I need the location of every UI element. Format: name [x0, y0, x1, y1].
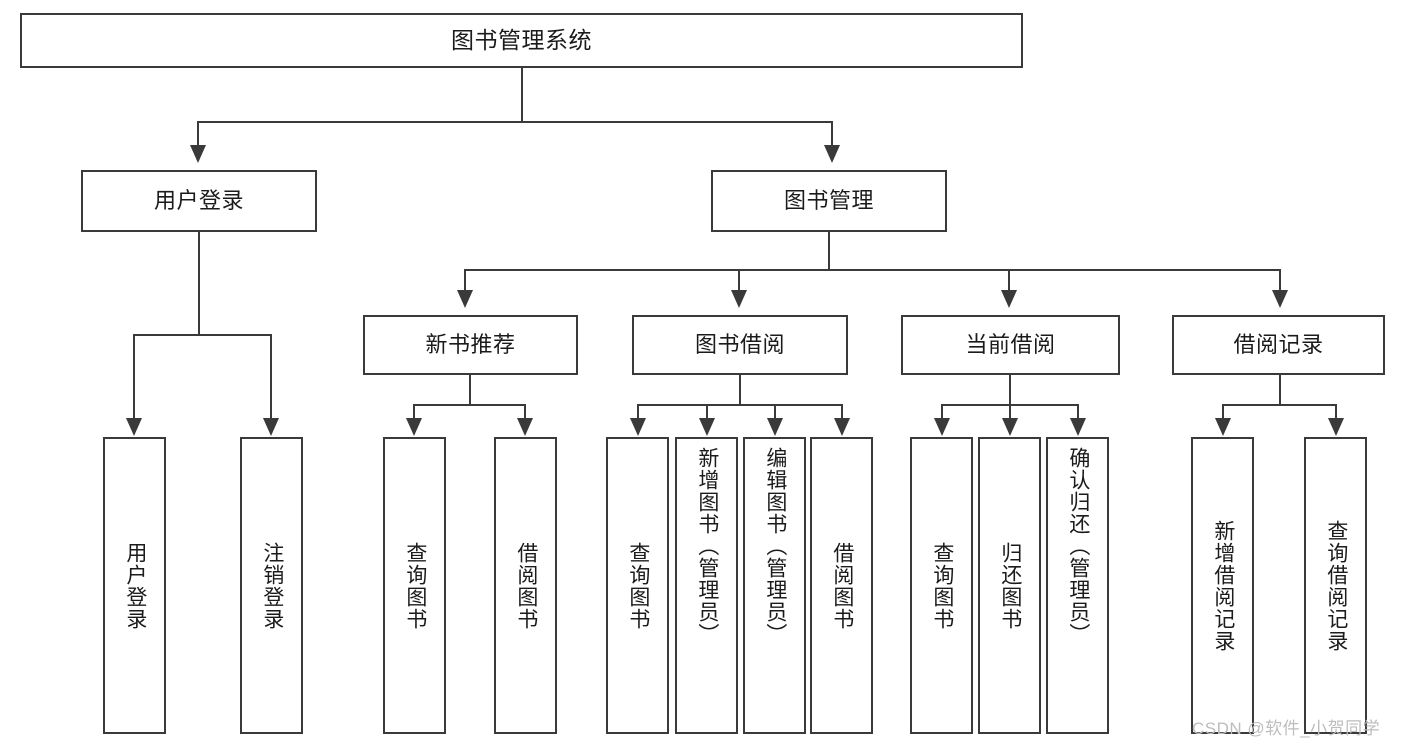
edge-new-book-recommend-bus: [413, 404, 526, 406]
node-label: 用户登录: [123, 541, 147, 630]
arrow-to-borrow-record: [1272, 290, 1288, 308]
node-label: 查询图书: [403, 541, 427, 630]
node-current-borrow[interactable]: 当前借阅: [901, 315, 1120, 375]
edge-book-borrow-stem: [739, 375, 741, 405]
node-label: 当前借阅: [965, 332, 1056, 358]
arrow-to-book-borrow: [731, 290, 747, 308]
node-label: 借阅图书: [514, 541, 538, 630]
edge-new-book-recommend-to-leaf-1: [524, 404, 526, 419]
edge-borrow-record-stem: [1279, 375, 1281, 405]
edge-user-login-bus: [133, 334, 272, 336]
node-label: 新书推荐: [425, 332, 516, 358]
node-label: 查询图书: [626, 541, 650, 630]
edge-book-borrow-bus: [637, 404, 843, 406]
node-book-management[interactable]: 图书管理: [711, 170, 947, 232]
leaf-current-borrow-confirm-return-admin[interactable]: 确认归还（管理员）: [1046, 437, 1109, 734]
arrow-current-borrow-to-leaf-1: [1002, 418, 1018, 436]
edge-borrow-record-to-leaf-1: [1335, 404, 1337, 419]
arrow-to-current-borrow: [1001, 290, 1017, 308]
edge-book-borrow-to-leaf-0: [637, 404, 639, 419]
arrow-user-login-to-leaf-0: [126, 418, 142, 436]
edge-root-stem: [521, 68, 523, 122]
csdn-watermark: CSDN @软件_小贺同学: [1192, 719, 1381, 738]
leaf-new-book-recommend-borrow-book[interactable]: 借阅图书: [494, 437, 557, 734]
node-label: 用户登录: [153, 188, 244, 214]
node-borrow-record[interactable]: 借阅记录: [1172, 315, 1385, 375]
node-label: 查询图书: [930, 541, 954, 630]
leaf-user-login-login[interactable]: 用户登录: [103, 437, 166, 734]
edge-level3-bus: [464, 269, 1281, 271]
node-label: 借阅记录: [1233, 332, 1324, 358]
leaf-borrow-record-add-record[interactable]: 新增借阅记录: [1191, 437, 1254, 734]
edge-new-book-recommend-to-leaf-0: [413, 404, 415, 419]
edge-book-borrow-to-leaf-2: [774, 404, 776, 419]
node-label: 新增图书（管理员）: [695, 447, 719, 645]
edge-new-book-recommend-stem: [469, 375, 471, 405]
arrow-current-borrow-to-leaf-2: [1070, 418, 1086, 436]
edge-root-bus: [197, 121, 833, 123]
leaf-book-borrow-borrow-book[interactable]: 借阅图书: [810, 437, 873, 734]
node-label: 编辑图书（管理员）: [763, 447, 787, 645]
arrow-borrow-record-to-leaf-0: [1215, 418, 1231, 436]
leaf-book-borrow-query-book[interactable]: 查询图书: [606, 437, 669, 734]
edge-borrow-record-to-leaf-0: [1222, 404, 1224, 419]
edge-book-borrow-to-leaf-1: [706, 404, 708, 419]
arrow-new-book-recommend-to-leaf-0: [406, 418, 422, 436]
edge-current-borrow-to-leaf-2: [1077, 404, 1079, 419]
node-user-login[interactable]: 用户登录: [81, 170, 317, 232]
leaf-user-login-logout[interactable]: 注销登录: [240, 437, 303, 734]
node-label: 确认归还（管理员）: [1066, 447, 1090, 645]
node-book-borrow[interactable]: 图书借阅: [632, 315, 848, 375]
edge-borrow-record-bus: [1222, 404, 1337, 406]
arrow-current-borrow-to-leaf-0: [934, 418, 950, 436]
edge-bus-to-borrow-record: [1279, 269, 1281, 291]
node-label: 归还图书: [998, 541, 1022, 630]
edge-book-management-stem: [828, 232, 830, 270]
node-label: 注销登录: [260, 541, 284, 630]
node-label: 图书管理: [783, 188, 874, 214]
edge-user-login-to-leaf-0: [133, 334, 135, 419]
node-label: 图书管理系统: [451, 26, 592, 53]
node-label: 图书借阅: [694, 332, 785, 358]
arrow-book-borrow-to-leaf-2: [767, 418, 783, 436]
leaf-new-book-recommend-query-book[interactable]: 查询图书: [383, 437, 446, 734]
arrow-root-to-book-management: [824, 145, 840, 163]
node-label: 借阅图书: [830, 541, 854, 630]
leaf-current-borrow-query-book[interactable]: 查询图书: [910, 437, 973, 734]
edge-current-borrow-to-leaf-0: [941, 404, 943, 419]
edge-bus-to-book-borrow: [738, 269, 740, 291]
arrow-book-borrow-to-leaf-3: [834, 418, 850, 436]
edge-bus-to-new-book-recommend: [464, 269, 466, 291]
node-label: 新增借阅记录: [1211, 519, 1235, 652]
arrow-user-login-to-leaf-1: [263, 418, 279, 436]
arrow-root-to-user-login: [190, 145, 206, 163]
edge-bus-to-current-borrow: [1008, 269, 1010, 291]
arrow-book-borrow-to-leaf-1: [699, 418, 715, 436]
arrow-new-book-recommend-to-leaf-1: [517, 418, 533, 436]
leaf-borrow-record-query-record[interactable]: 查询借阅记录: [1304, 437, 1367, 734]
node-label: 查询借阅记录: [1324, 519, 1348, 652]
arrow-to-new-book-recommend: [457, 290, 473, 308]
node-root-library-management-system[interactable]: 图书管理系统: [20, 13, 1023, 68]
edge-book-borrow-to-leaf-3: [841, 404, 843, 419]
node-new-book-recommend[interactable]: 新书推荐: [363, 315, 578, 375]
edge-current-borrow-to-leaf-1: [1009, 404, 1011, 419]
edge-current-borrow-stem: [1009, 375, 1011, 405]
leaf-book-borrow-add-book-admin[interactable]: 新增图书（管理员）: [675, 437, 738, 734]
arrow-borrow-record-to-leaf-1: [1328, 418, 1344, 436]
leaf-book-borrow-edit-book-admin[interactable]: 编辑图书（管理员）: [743, 437, 806, 734]
edge-root-to-book-management: [831, 121, 833, 146]
arrow-book-borrow-to-leaf-0: [630, 418, 646, 436]
edge-user-login-to-leaf-1: [270, 334, 272, 419]
edge-user-login-stem: [198, 232, 200, 335]
edge-root-to-user-login: [197, 121, 199, 146]
leaf-current-borrow-return-book[interactable]: 归还图书: [978, 437, 1041, 734]
